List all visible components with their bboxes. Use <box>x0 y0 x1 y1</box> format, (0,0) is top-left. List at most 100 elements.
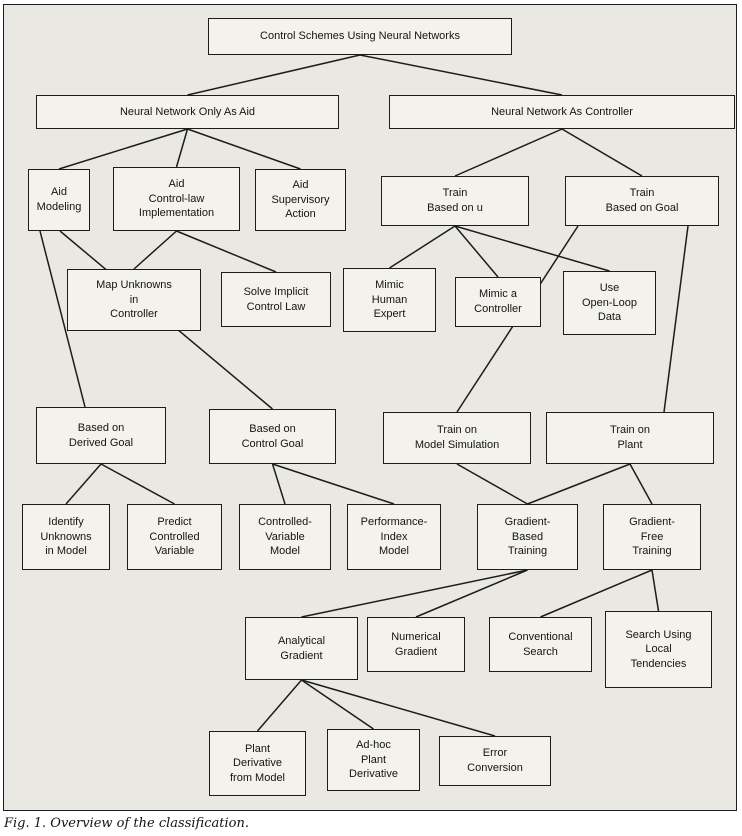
node-label-line: Ad-hoc <box>356 739 391 752</box>
node-label-line: Performance- <box>360 516 428 529</box>
node-label-line: Numerical <box>391 630 441 643</box>
node-label-line: Based on Goal <box>605 202 679 214</box>
node-label-line: Based on <box>249 422 296 435</box>
node-label-line: Controller <box>474 303 522 315</box>
node-label-line: Training <box>507 545 548 558</box>
node-label-line: Conventional <box>508 630 573 643</box>
node-label-line: Aid <box>168 178 185 191</box>
node-label-line: Based on <box>77 421 125 434</box>
node-label-line: Gradient <box>394 645 438 658</box>
node-label-line: Training <box>632 545 672 558</box>
node-label-line: Modeling <box>36 201 82 213</box>
node-label-line: Controlled <box>149 530 200 543</box>
node-label-line: Derivative <box>349 768 398 781</box>
node-label-line: Analytical <box>277 634 326 647</box>
node-label-line: Supervisory <box>271 193 330 206</box>
node-label-line: Predict <box>157 516 192 529</box>
node-label-line: Action <box>285 208 316 221</box>
node-label-line: Based on u <box>427 202 483 214</box>
node-label-line: in Model <box>45 545 87 558</box>
node-label-line: Model <box>379 545 409 558</box>
node-label-line: Derived Goal <box>68 436 134 449</box>
node-label-line: Search Using <box>625 628 692 641</box>
node-label-line: Train <box>629 187 655 200</box>
node-label-line: Expert <box>373 308 406 321</box>
node-label-line: Data <box>597 311 622 324</box>
node-label-line: Mimic a <box>479 288 517 301</box>
node-label-line: Gradient- <box>504 516 551 529</box>
node-label-line: Local <box>645 643 672 656</box>
node-label-line: Human <box>371 293 408 306</box>
node-derived-goal: Based on Derived Goal <box>36 407 166 464</box>
node-label-line: Train on <box>437 424 477 437</box>
node-label-line: in <box>129 293 139 306</box>
node-label-line: Train on <box>610 424 650 437</box>
node-label-line: Unknowns <box>40 530 92 543</box>
node-label-line: Control Schemes Using Neural Networks <box>260 30 460 43</box>
node-label-line: Control Goal <box>241 437 304 450</box>
node-label-line: Variable <box>154 545 195 558</box>
node-label-line: Gradient <box>280 649 323 662</box>
figure-caption: Fig. 1. Overview of the classification. <box>4 816 249 831</box>
node-label-line: Use <box>599 282 620 295</box>
node-label-line: Free <box>640 530 664 543</box>
node-label-line: Tendencies <box>630 657 687 670</box>
node-label-line: Error <box>482 747 508 760</box>
node-label-line: Search <box>523 645 558 658</box>
node-label-line: Map Unknowns <box>96 279 172 292</box>
node-label-line: Open-Loop <box>581 296 638 309</box>
node-label-line: Neural Network Only As Aid <box>119 105 256 118</box>
node-label-line: from Model <box>229 771 286 784</box>
node-control-goal: Based on Control Goal <box>209 409 336 464</box>
node-label-line: Controlled- <box>258 516 312 529</box>
node-label-line: Conversion <box>467 762 523 774</box>
node-label-line: Mimic <box>375 279 404 292</box>
node-label-line: Model Simulation <box>414 439 500 451</box>
node-nn-only-as-aid: Neural Network Only As Aid <box>36 95 339 129</box>
node-train-on-sim: Train on Model Simulation <box>383 412 531 464</box>
node-label-line: Control Law <box>246 300 306 313</box>
node-label-line: Implementation <box>138 207 215 220</box>
node-root: Control Schemes Using Neural Networks <box>208 18 512 55</box>
node-label-line: Index <box>380 530 408 543</box>
node-label-line: Neural Network As Controller <box>491 105 633 118</box>
node-label-line: Based <box>511 530 544 543</box>
node-label-line: Model <box>270 545 300 558</box>
node-label-line: Train <box>442 187 468 200</box>
node-label-line: Variable <box>265 530 305 543</box>
node-nn-as-controller: Neural Network As Controller <box>389 95 735 129</box>
node-label-line: Solve Implicit <box>243 285 309 298</box>
node-label-line: Derivative <box>233 757 282 770</box>
node-label-line: Gradient- <box>629 516 675 529</box>
node-label-line: Plant <box>244 742 271 755</box>
node-label-line: Identify <box>48 516 84 529</box>
node-label-line: Controller <box>110 308 158 321</box>
node-label-line: Aid <box>51 186 67 199</box>
node-mimic-controller: Mimic a Controller <box>455 277 541 327</box>
node-label-line: Aid <box>292 179 309 192</box>
